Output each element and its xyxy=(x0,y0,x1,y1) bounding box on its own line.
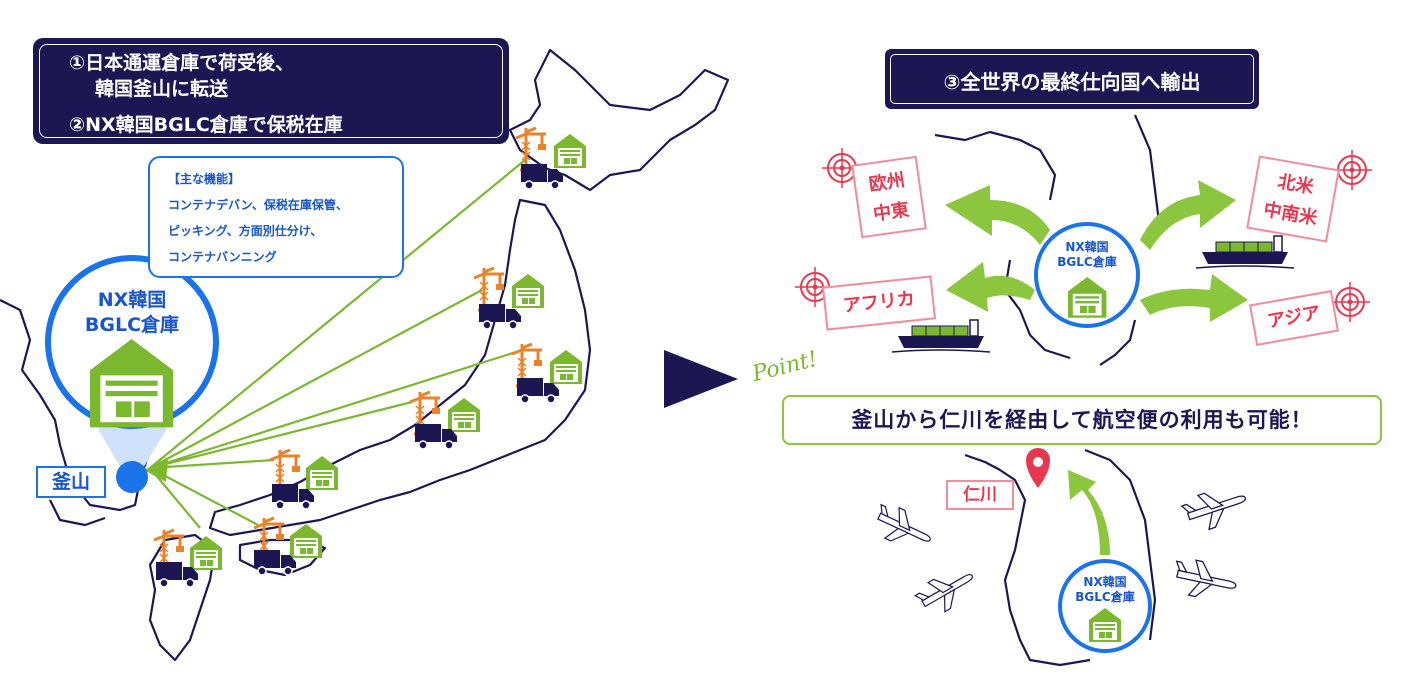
functions-title: 【主な機能】 xyxy=(168,172,241,186)
warehouse-export-line1: NX韓国 xyxy=(1065,240,1109,254)
route-arrowhead xyxy=(144,458,168,482)
warehouse-air-line2: BGLC倉庫 xyxy=(1075,590,1135,604)
warehouse-bubble-export xyxy=(1034,222,1140,328)
korea-map-bottom xyxy=(964,448,1157,667)
point-box: 釜山から仁川を経由して航空便の利用も可能！ xyxy=(782,395,1382,445)
warehouse-air-label: NX韓国 BGLC倉庫 xyxy=(1065,575,1145,605)
step-3-text: ③全世界の最終仕向国へ輸出 xyxy=(943,70,1201,94)
warehouse-export-label: NX韓国 BGLC倉庫 xyxy=(1047,240,1127,270)
incheon-label: 仁川 xyxy=(946,480,1014,510)
bubble-beam xyxy=(90,415,175,470)
facility-tohoku xyxy=(472,266,544,330)
busan-label: 釜山 xyxy=(36,466,106,498)
busan-marker xyxy=(116,461,148,493)
step-3-box: ③全世界の最終仕向国へ輸出 xyxy=(885,49,1259,109)
step-1-line1: ①日本通運倉庫で荷受後、 xyxy=(69,52,295,74)
facility-kobe xyxy=(252,516,322,576)
functions-line1: コンテナデバン、保税在庫保管、 xyxy=(168,198,348,212)
warehouse-air-line1: NX韓国 xyxy=(1083,575,1127,589)
functions-line3: コンテナバンニング xyxy=(168,250,277,264)
ship-left xyxy=(891,319,991,353)
export-arrows xyxy=(945,180,1248,322)
facility-niigata xyxy=(510,342,582,404)
location-pin-icon xyxy=(1026,448,1050,488)
play-arrow-icon xyxy=(664,350,738,408)
ship-right xyxy=(1195,235,1295,269)
facility-kyushu xyxy=(152,528,222,588)
main-functions-box: 【主な機能】 コンテナデバン、保税在庫保管、 ピッキング、方面別仕分け、 コンテ… xyxy=(148,156,404,278)
warehouse-bubble-air xyxy=(1058,559,1152,653)
step-1-2-box: ①日本通運倉庫で荷受後、 韓国釜山に転送 ②NX韓国BGLC倉庫で保税在庫 xyxy=(33,38,509,144)
dest-americas: 北米 中南米 xyxy=(1246,155,1340,243)
dest-europe-middle-east: 欧州 中東 xyxy=(851,155,927,239)
route-lines xyxy=(149,159,526,529)
functions-line2: ピッキング、方面別仕分け、 xyxy=(168,224,323,238)
warehouse-main-line2: BGLC倉庫 xyxy=(84,314,180,336)
step-2-line: ②NX韓国BGLC倉庫で保税在庫 xyxy=(69,114,343,136)
warehouse-main-line1: NX韓国 xyxy=(97,289,167,311)
facility-hokkaido xyxy=(514,126,586,190)
step-1-line2: 韓国釜山に転送 xyxy=(95,78,229,100)
warehouse-main-label: NX韓国 BGLC倉庫 xyxy=(72,288,192,338)
air-arrow xyxy=(1068,470,1110,555)
warehouse-export-line2: BGLC倉庫 xyxy=(1057,255,1117,269)
